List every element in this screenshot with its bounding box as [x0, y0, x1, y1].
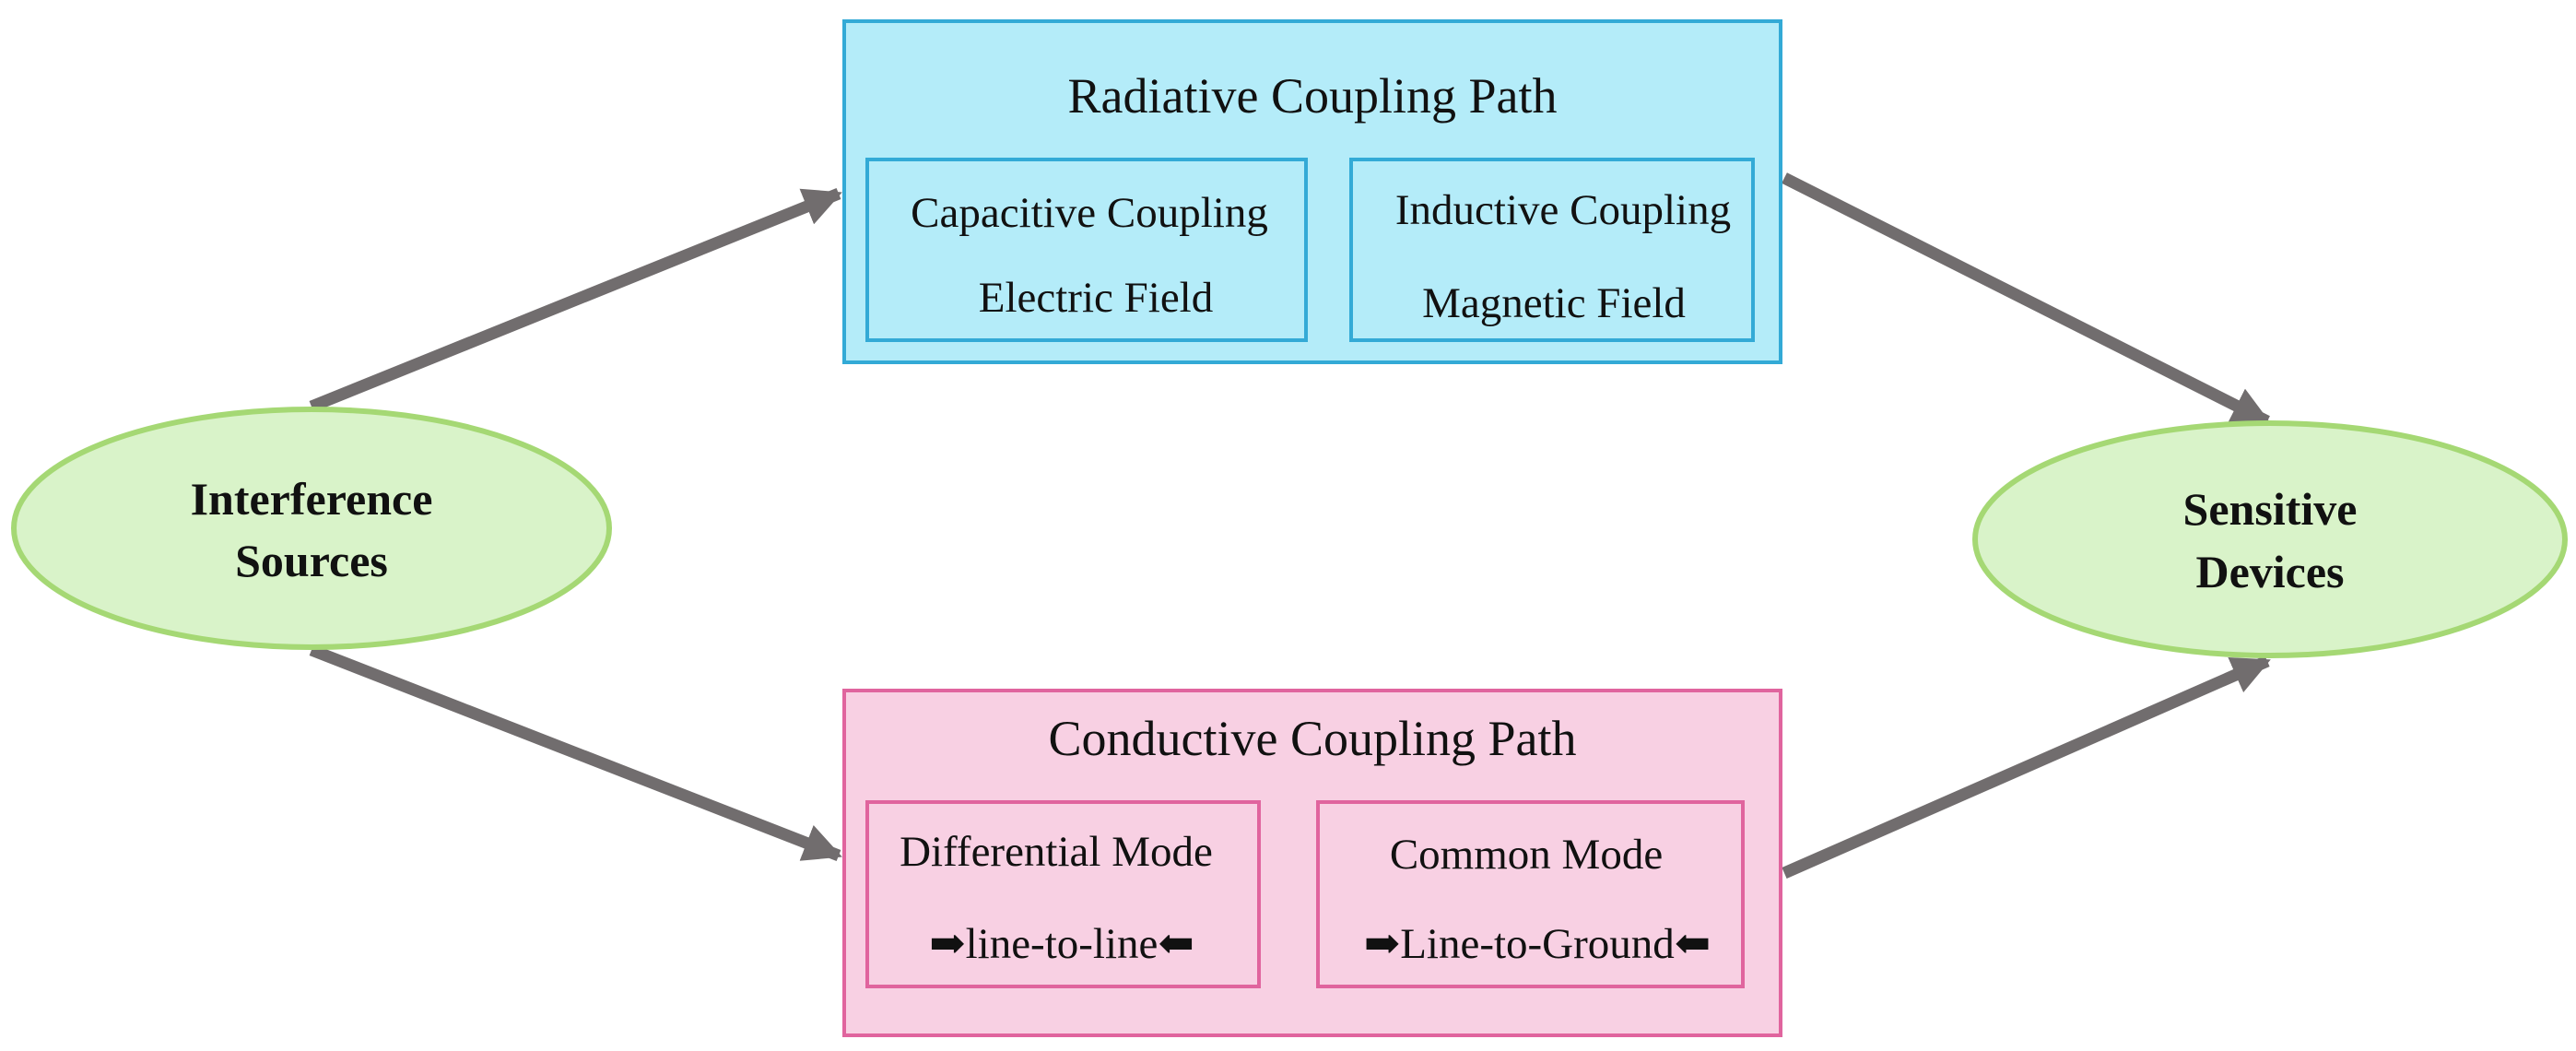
differential-mode-box: Differential Mode ➡line-to-line⬅: [865, 800, 1261, 988]
radiative-box: [842, 19, 1782, 364]
inductive-rect: [1349, 158, 1755, 342]
target-label-line2: Devices: [2195, 546, 2344, 597]
source-ellipse: [11, 407, 612, 650]
radiative-coupling-path: Radiative Coupling Path Capacitive Coupl…: [842, 19, 1782, 364]
capacitive-label: Capacitive Coupling: [911, 189, 1268, 237]
target-label-line1: Sensitive: [2183, 483, 2358, 535]
capacitive-rect: [865, 158, 1308, 342]
common-mode-label: Common Mode: [1390, 831, 1663, 879]
node-sensitive-devices: Sensitive Devices: [1972, 420, 2568, 658]
common-mode-box: Common Mode ➡Line-to-Ground⬅: [1316, 800, 1745, 988]
line-to-line-label: ➡line-to-line⬅: [929, 920, 1194, 968]
capacitive-coupling-box: Capacitive Coupling Electric Field: [865, 158, 1308, 342]
conductive-box: [842, 689, 1782, 1037]
differential-rect: [865, 800, 1261, 988]
conductive-coupling-path: Conductive Coupling Path Differential Mo…: [842, 689, 1782, 1037]
radiative-title: Radiative Coupling Path: [1068, 68, 1558, 124]
source-label-line1: Interference: [191, 473, 433, 525]
arrows: [309, 172, 2271, 879]
arrow-conductive-to-target: [1782, 655, 2271, 879]
line-to-ground-label: ➡Line-to-Ground⬅: [1364, 920, 1711, 968]
electric-field-label: Electric Field: [979, 274, 1213, 322]
differential-mode-label: Differential Mode: [900, 828, 1213, 876]
conductive-title: Conductive Coupling Path: [1049, 711, 1577, 766]
inductive-coupling-box: Inductive Coupling Magnetic Field: [1349, 158, 1755, 342]
source-label-line2: Sources: [235, 535, 388, 586]
target-ellipse: [1972, 420, 2568, 658]
magnetic-field-label: Magnetic Field: [1422, 279, 1686, 327]
common-rect: [1316, 800, 1745, 988]
arrow-source-to-conductive: [309, 644, 842, 862]
arrow-source-to-radiative: [309, 187, 842, 413]
inductive-label: Inductive Coupling: [1395, 186, 1731, 234]
arrow-radiative-to-target: [1782, 172, 2271, 427]
node-interference-sources: Interference Sources: [11, 407, 612, 650]
